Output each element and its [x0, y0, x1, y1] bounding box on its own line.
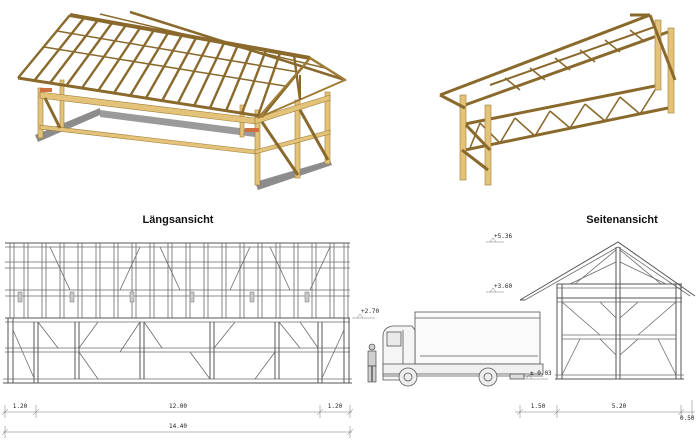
- side-elevation: [519, 241, 696, 380]
- height-mark-eave: +3.60: [494, 283, 512, 290]
- dimension-right-overhang: 1.20: [328, 403, 343, 410]
- render-partial-frame: [439, 13, 677, 186]
- side-dimension-chain: 1.50 5.20 0.50: [515, 400, 695, 422]
- truck-illustration: [382, 311, 544, 387]
- render-full-frame: [17, 10, 348, 190]
- dimension-left-overhang: 1.20: [13, 403, 28, 410]
- longitudinal-elevation: +2.70: [3, 242, 379, 384]
- dimension-side-overhang: 1.50: [531, 403, 546, 410]
- longitudinal-dimension-chain: 1.20 12.00 1.20 14.40: [1, 403, 354, 438]
- height-mark-ridge: +5.36: [494, 233, 512, 240]
- side-height-marks: +5.36 +3.60 ± 0.03: [486, 233, 552, 380]
- dimension-main-span: 12.00: [169, 403, 187, 410]
- dimension-side-span: 5.20: [612, 403, 627, 410]
- side-view-title: Seitenansicht: [586, 214, 658, 226]
- longitudinal-height-mark: +2.70: [361, 308, 379, 315]
- dimension-side-edge: 0.50: [680, 415, 695, 422]
- longitudinal-view-title: Längsansicht: [143, 214, 214, 226]
- dimension-total-length: 14.40: [169, 423, 187, 430]
- person-figure: [367, 343, 377, 383]
- height-mark-ground: ± 0.03: [530, 370, 552, 377]
